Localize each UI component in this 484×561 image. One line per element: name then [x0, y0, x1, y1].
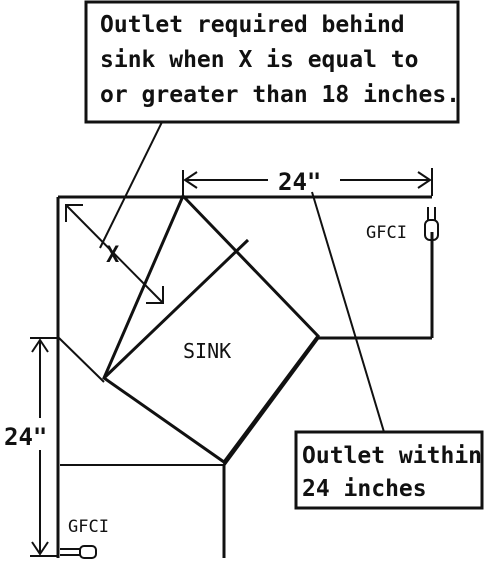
- callout-bottom-line-2: 24 inches: [302, 476, 427, 502]
- dim-left-arrow-top: [31, 338, 49, 353]
- gfci-left-label: GFCI: [68, 517, 109, 537]
- gfci-right-receptacle-icon: [424, 219, 439, 241]
- dim-left-label: 24": [4, 423, 47, 451]
- sink-basin-line: [102, 238, 250, 380]
- dim-top: 24": [182, 168, 433, 196]
- callout-top-line-2: sink when X is equal to: [100, 47, 419, 73]
- callout-top-line-3: or greater than 18 inches.: [100, 82, 460, 108]
- sink: SINK: [102, 193, 320, 465]
- x-arrow-head-start: [65, 204, 83, 222]
- sink-label: SINK: [183, 339, 231, 363]
- callout-bottom-line-1: Outlet within: [302, 443, 482, 469]
- dim-top-label: 24": [278, 168, 321, 196]
- gfci-left-receptacle-icon: [79, 545, 97, 559]
- callout-bottom-box: [294, 430, 484, 510]
- callout-top-line-1: Outlet required behind: [100, 12, 405, 38]
- sink-outline: [102, 193, 320, 465]
- dim-top-arrow-left: [183, 171, 198, 189]
- callout-top: Outlet required behind sink when X is eq…: [84, 0, 460, 124]
- gfci-right-label: GFCI: [366, 223, 407, 243]
- callout-top-box: [84, 0, 460, 124]
- x-dimension-label: X: [106, 243, 119, 268]
- gfci-right: GFCI: [366, 207, 439, 243]
- dim-left-arrow-bottom: [31, 541, 49, 556]
- callout-top-leader: [99, 121, 163, 249]
- x-dimension: X: [65, 204, 164, 304]
- x-arrow-head-end: [146, 286, 164, 304]
- callout-bottom: Outlet within 24 inches: [294, 430, 484, 510]
- countertop-diagonal-upper-left: [57, 336, 105, 383]
- dim-left: 24": [4, 337, 58, 557]
- x-dimension-line: [65, 204, 164, 304]
- dim-top-arrow-right: [417, 171, 432, 189]
- gfci-left: GFCI: [60, 517, 109, 559]
- callout-bottom-leader: [311, 191, 385, 433]
